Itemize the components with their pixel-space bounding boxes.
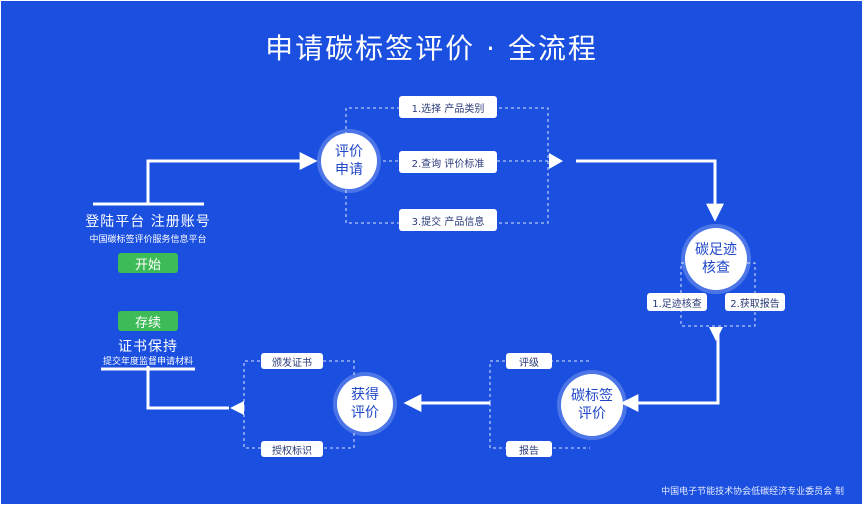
line-to-maintain — [146, 366, 229, 410]
carbon-step-rating: 评级 — [506, 353, 552, 369]
maintain-heading: 证书保持 — [118, 339, 178, 355]
carbon-label-node: 碳标签评价 — [561, 374, 623, 436]
obtain-step-mark: 授权标识 — [261, 441, 323, 457]
start-heading: 登陆平台 注册账号 — [85, 214, 211, 230]
page-title: 申请碳标签评价 · 全流程 — [265, 32, 598, 65]
carbon-input-triangle — [709, 327, 723, 341]
verify-node: 碳足迹核查 — [685, 228, 747, 290]
maintain-subtitle: 提交年度监督申请材料 — [102, 357, 193, 367]
verify-step-2: 2.获取报告 — [725, 293, 785, 311]
carbon-bracket — [489, 360, 590, 403]
footer-credit: 中国电子节能技术协会低碳经济专业委员会 制 — [661, 487, 844, 497]
arrow-to-apply — [146, 152, 318, 204]
apply-step-3: 3.提交 产品信息 — [399, 209, 497, 231]
start-button[interactable]: 开始 — [118, 253, 178, 273]
maintain-input-triangle — [230, 401, 244, 415]
arrow-to-carbon-label — [620, 329, 720, 412]
apply-node: 评价申请 — [321, 133, 377, 189]
carbon-step-report: 报告 — [506, 441, 552, 457]
obtain-step-certificate: 颁发证书 — [261, 353, 323, 369]
maintain-button[interactable]: 存续 — [118, 311, 178, 331]
verify-step-1: 1.足迹核查 — [647, 293, 707, 311]
verify-input-triangle — [549, 153, 563, 169]
obtain-node: 获得评价 — [337, 376, 393, 432]
arrow-to-verify — [576, 159, 724, 222]
apply-step-2: 2.查询 评价标准 — [399, 151, 497, 173]
apply-step-1: 1.选择 产品类别 — [399, 96, 497, 118]
start-subtitle: 中国碳标签评价服务信息平台 — [89, 235, 207, 245]
